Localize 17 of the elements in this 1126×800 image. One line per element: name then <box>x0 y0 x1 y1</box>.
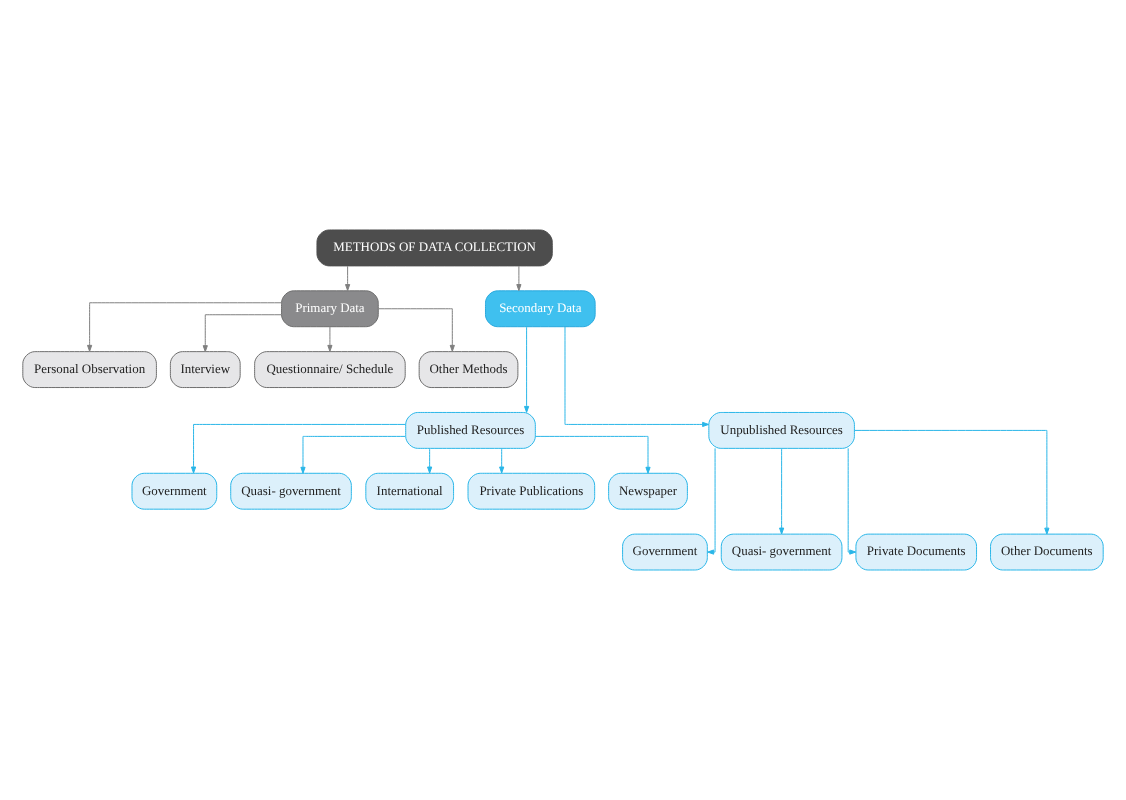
arrow <box>499 448 505 474</box>
arrow <box>707 447 716 555</box>
arrow <box>524 326 530 413</box>
arrow <box>87 302 282 352</box>
arrow <box>327 326 333 352</box>
arrow <box>853 429 1050 535</box>
arrow <box>779 447 785 535</box>
arrow <box>345 265 351 291</box>
arrow <box>190 423 407 474</box>
arrow <box>534 435 651 474</box>
arrow <box>427 448 433 474</box>
arrow <box>300 435 406 474</box>
arrow <box>516 265 522 291</box>
arrow <box>847 447 857 555</box>
arrow <box>564 326 710 427</box>
arrow <box>202 314 282 353</box>
arrow <box>377 308 455 352</box>
